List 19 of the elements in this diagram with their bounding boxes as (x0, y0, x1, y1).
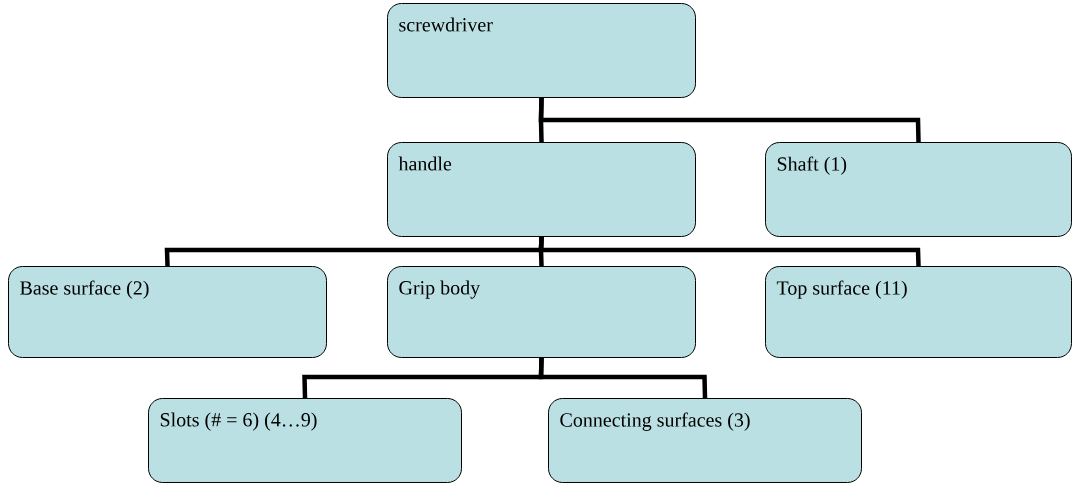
connector-line (538, 97, 921, 143)
tree-box (765, 142, 1072, 237)
node-text: Connecting surfaces (3) (560, 412, 750, 431)
tree-box (148, 398, 462, 483)
node-text: Grip body (399, 280, 481, 299)
tree-box (765, 266, 1072, 358)
node-text: Slots (# = 6) (4…9) (160, 412, 317, 431)
node-text: screwdriver (399, 17, 493, 32)
tree-box (548, 398, 862, 483)
tree-box (387, 266, 696, 358)
tree-box (387, 142, 696, 237)
connector-line (538, 357, 708, 399)
node-text: Base surface (2) (20, 280, 149, 299)
node-text: handle (398, 156, 452, 171)
node-text: Shaft (1) (777, 156, 847, 175)
connector-line (538, 236, 921, 267)
tree-box (8, 266, 327, 358)
node-text: Top surface (11) (776, 280, 907, 299)
tree-box (387, 3, 696, 98)
